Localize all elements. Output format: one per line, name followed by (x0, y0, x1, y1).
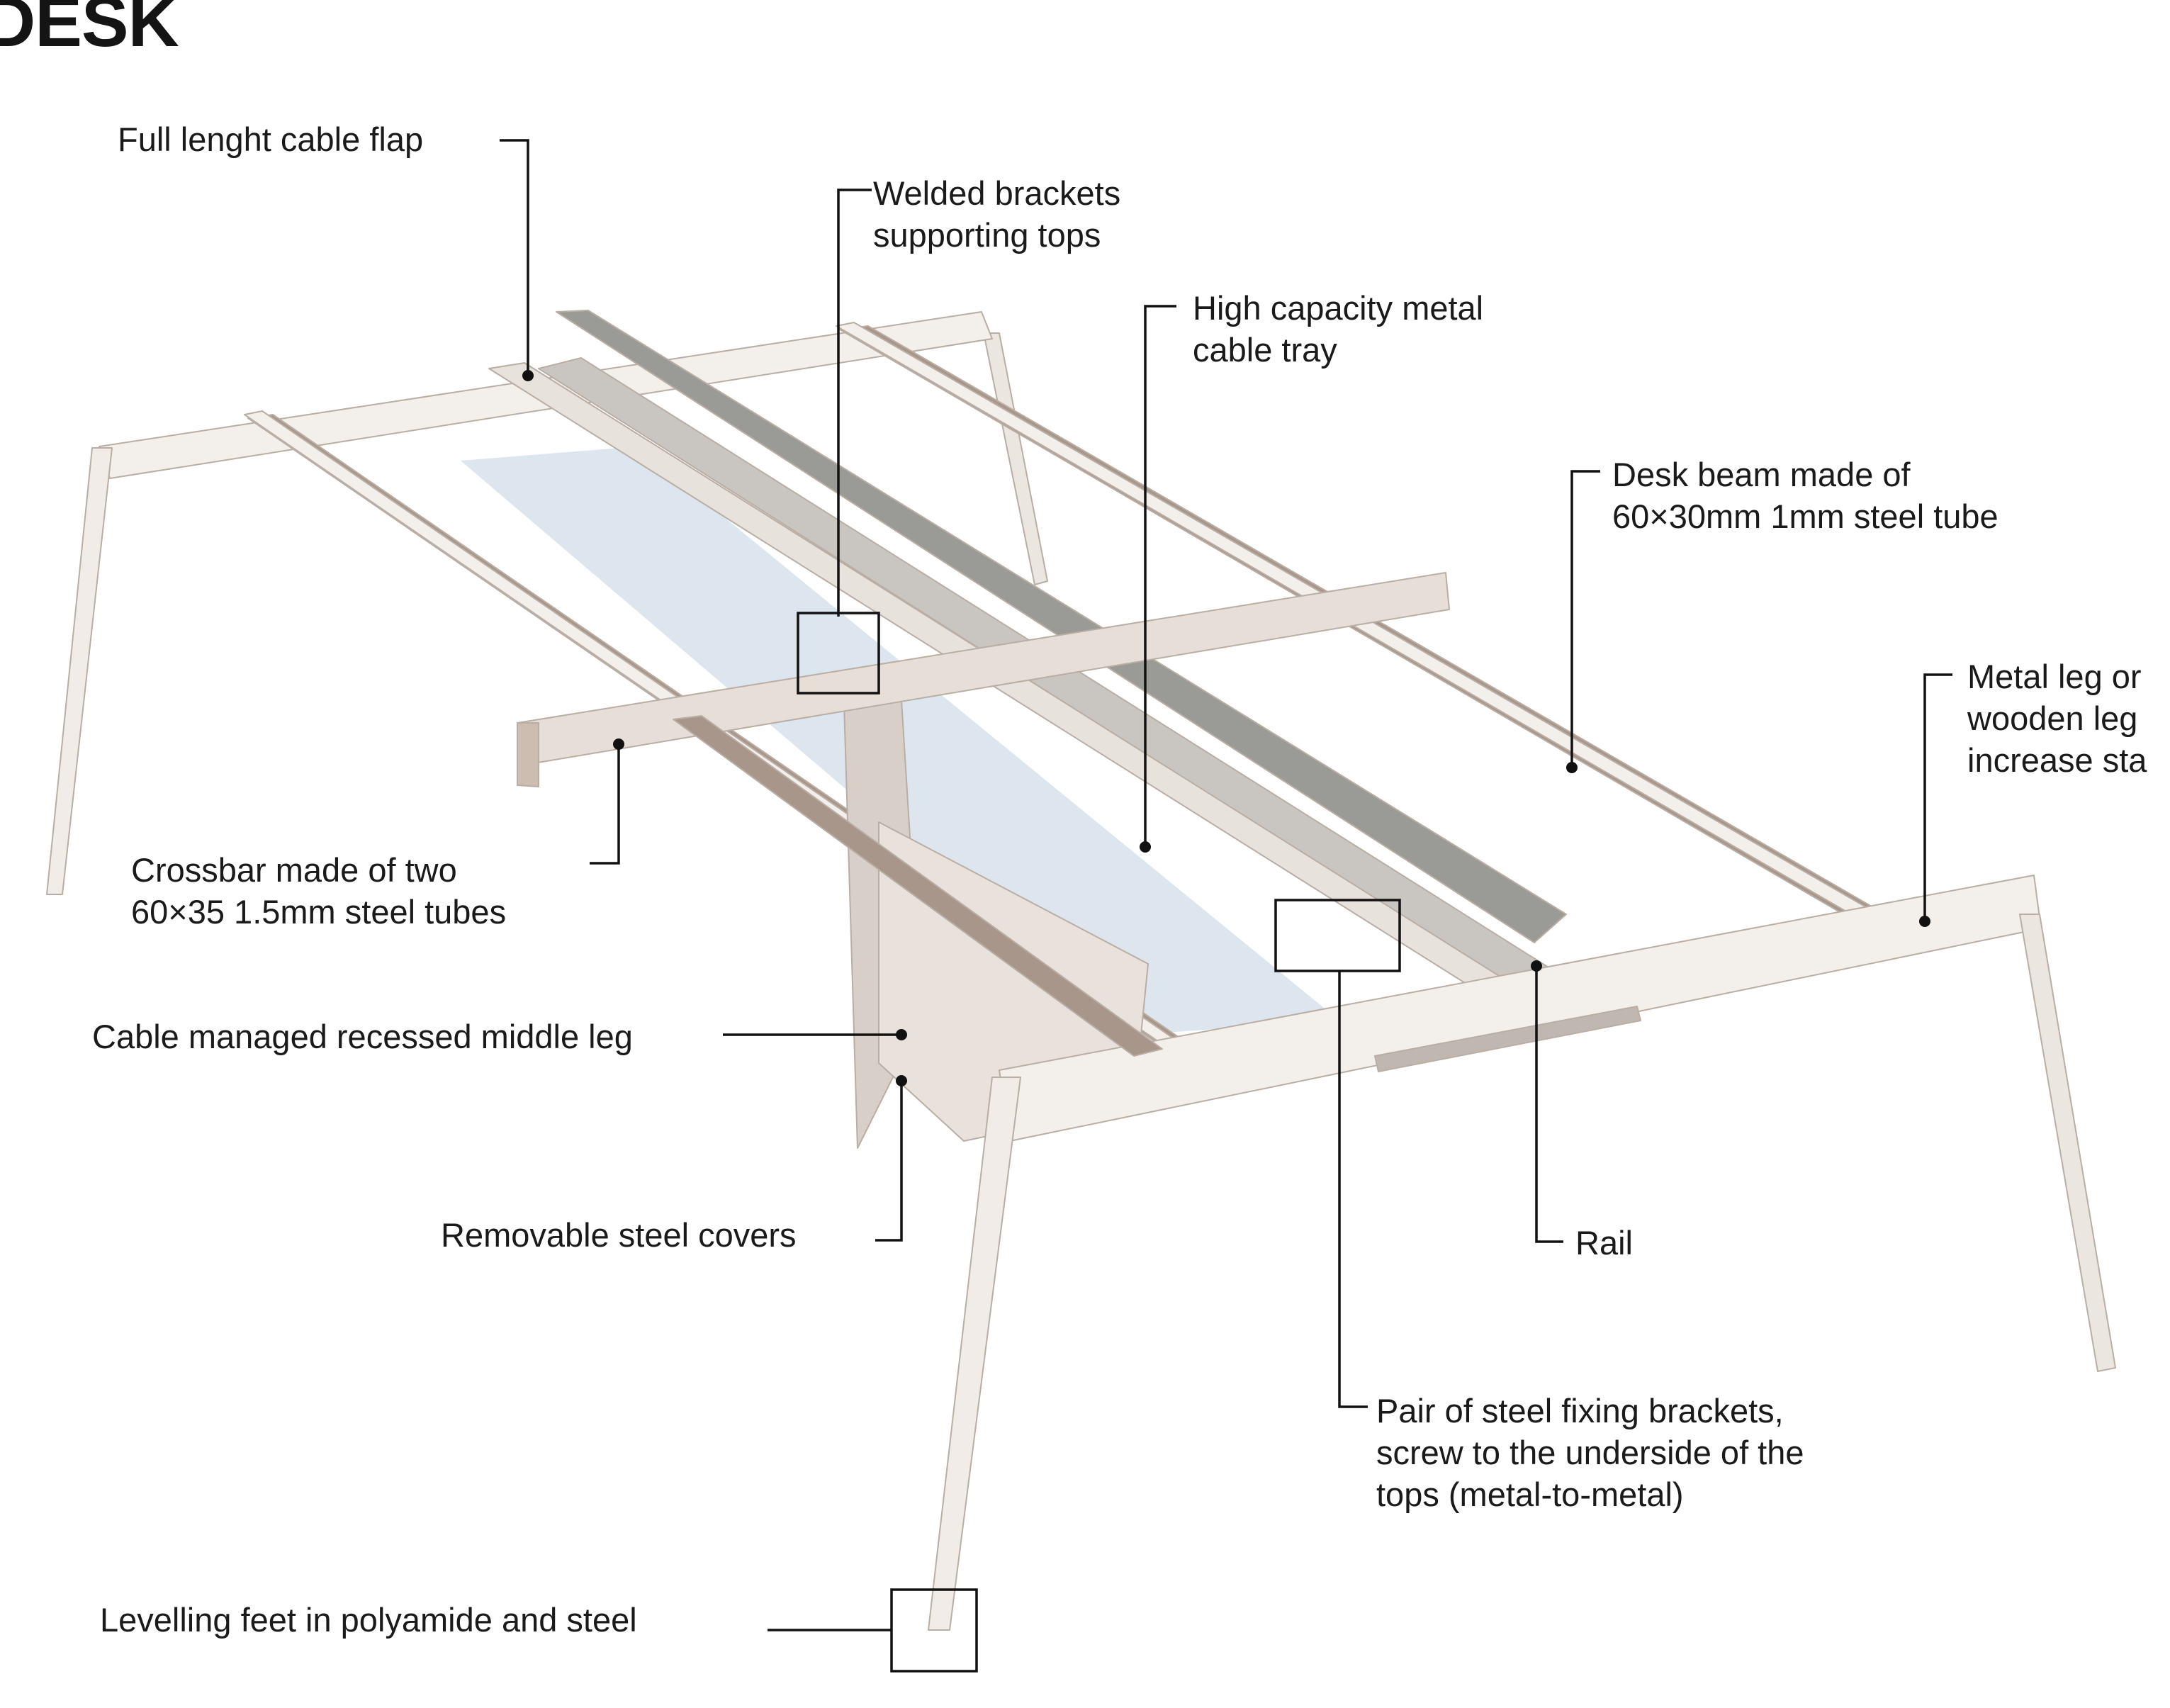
crossbar-dot (613, 738, 624, 750)
callout-dots (522, 370, 1930, 1086)
front-center-leg (928, 1077, 1021, 1631)
desk-beam-dot (1566, 762, 1578, 773)
label-desk-beam: Desk beam made of 60×30mm 1mm steel tube (1612, 454, 1998, 537)
label-line: Pair of steel fixing brackets, (1376, 1392, 1784, 1429)
desk-frame (46, 310, 2116, 1631)
middle-leg-dot (896, 1029, 907, 1040)
label-middle-leg: Cable managed recessed middle leg (92, 1016, 633, 1057)
label-line: supporting tops (873, 216, 1101, 254)
metal-leg-leader (1923, 673, 1952, 921)
label-line: Metal leg or (1967, 658, 2142, 695)
label-steel-covers: Removable steel covers (441, 1214, 797, 1256)
label-fixing-brackets: Pair of steel fixing brackets, screw to … (1376, 1390, 1804, 1515)
label-line: cable tray (1193, 331, 1337, 369)
under-tray-bar (1374, 1006, 1641, 1072)
label-line: 60×35 1.5mm steel tubes (131, 893, 507, 931)
page-title: DESK (0, 0, 179, 62)
label-welded-brackets: Welded brackets supporting tops (873, 172, 1120, 256)
label-line: Desk beam made of (1612, 456, 1911, 493)
welded-brackets-leader (837, 189, 872, 617)
label-line: Crossbar made of two (131, 851, 457, 889)
label-line: wooden leg (1967, 700, 2138, 737)
label-line: tops (metal-to-metal) (1376, 1476, 1684, 1513)
crossbar-front (517, 722, 539, 787)
label-line: Welded brackets (873, 174, 1121, 212)
cable-flap-dot (522, 370, 534, 381)
label-cable-tray: High capacity metal cable tray (1193, 287, 1483, 371)
label-line: Rail (1575, 1224, 1633, 1262)
callout-leaders (500, 139, 1952, 1673)
metal-leg-dot (1919, 916, 1930, 927)
label-cable-flap: Full lenght cable flap (118, 118, 423, 160)
crossbar-leader (590, 744, 620, 865)
steel-covers-leader (875, 1081, 903, 1242)
label-line: High capacity metal (1193, 289, 1484, 327)
front-left-inner-beam (673, 715, 1163, 1057)
welded-brackets-box (797, 612, 880, 695)
cable-tray-body (556, 310, 1567, 943)
steel-covers-dot (896, 1075, 907, 1086)
label-line: Removable steel covers (441, 1216, 797, 1254)
front-right-leg (2019, 914, 2116, 1372)
label-levelling-feet: Levelling feet in polyamide and steel (100, 1599, 637, 1641)
label-line: Levelling feet in polyamide and steel (100, 1601, 637, 1639)
fixing-brackets-box (1274, 899, 1401, 972)
label-line: screw to the underside of the (1376, 1434, 1804, 1471)
label-line: Full lenght cable flap (118, 120, 424, 158)
desk-beam-leader (1570, 470, 1600, 768)
left-front-leg (46, 447, 113, 895)
rail-leader (1535, 966, 1563, 1243)
rail-dot (1531, 960, 1542, 972)
label-line: increase sta (1967, 741, 2147, 779)
label-crossbar: Crossbar made of two 60×35 1.5mm steel t… (131, 849, 506, 933)
label-line: 60×30mm 1mm steel tube (1612, 498, 1998, 535)
label-line: Cable managed recessed middle leg (92, 1018, 633, 1055)
levelling-feet-box (890, 1588, 978, 1673)
back-left-leg (983, 332, 1048, 585)
fixing-brackets-leader (1338, 971, 1368, 1408)
label-metal-leg: Metal leg or wooden leg increase sta (1967, 656, 2170, 781)
cable-flap-leader (500, 139, 529, 376)
cable-tray-dot (1140, 841, 1151, 853)
label-rail: Rail (1575, 1222, 1633, 1264)
cable-tray-leader (1144, 305, 1176, 847)
